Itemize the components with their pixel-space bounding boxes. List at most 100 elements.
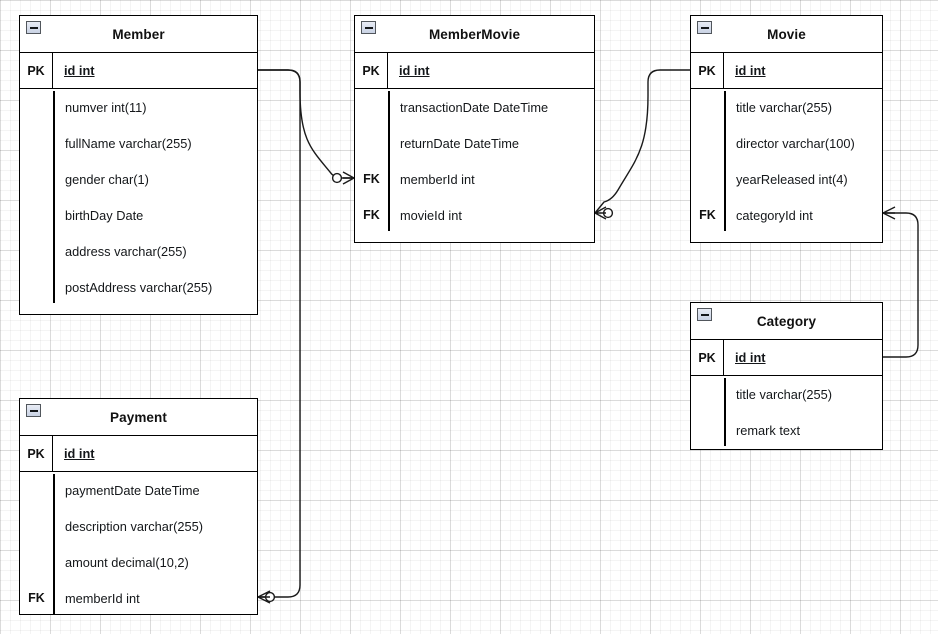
attribute-row[interactable]: amount decimal(10,2) bbox=[20, 544, 257, 580]
key-badge-none bbox=[20, 125, 53, 161]
connector-member-payment bbox=[257, 69, 301, 604]
attribute-row[interactable]: numver int(11) bbox=[20, 89, 257, 125]
attribute-name: fullName varchar(255) bbox=[65, 135, 192, 151]
entity-title: MemberMovie bbox=[428, 26, 521, 42]
attribute-row[interactable]: paymentDate DateTime bbox=[20, 472, 257, 508]
attribute-row[interactable]: remark text bbox=[691, 412, 882, 448]
key-badge-fk: FK bbox=[699, 208, 716, 222]
attribute-name: director varchar(100) bbox=[736, 135, 855, 151]
key-badge-none bbox=[691, 376, 724, 412]
attribute-row[interactable]: title varchar(255) bbox=[691, 376, 882, 412]
attribute-name: categoryId int bbox=[736, 207, 813, 223]
attribute-name: id int bbox=[53, 53, 257, 88]
primary-key-row[interactable]: PK id int bbox=[691, 340, 882, 376]
collapse-minus-icon[interactable] bbox=[697, 308, 712, 321]
attribute-name: title varchar(255) bbox=[736, 386, 833, 402]
collapse-minus-icon[interactable] bbox=[26, 404, 41, 417]
key-badge-none bbox=[20, 161, 53, 197]
key-badge-pk: PK bbox=[20, 436, 53, 471]
connector-line bbox=[258, 69, 354, 179]
attribute-row[interactable]: director varchar(100) bbox=[691, 125, 882, 161]
key-badge-pk: PK bbox=[355, 53, 388, 88]
attribute-row[interactable]: gender char(1) bbox=[20, 161, 257, 197]
entity-title: Payment bbox=[110, 409, 167, 425]
attribute-row[interactable]: postAddress varchar(255) bbox=[20, 269, 257, 305]
crowsfoot-many bbox=[882, 206, 896, 220]
attribute-list: title varchar(255) director varchar(100) y… bbox=[691, 89, 882, 233]
attribute-name: id int bbox=[724, 53, 882, 88]
attribute-name: description varchar(255) bbox=[65, 518, 203, 534]
attribute-list: paymentDate DateTime description varchar(… bbox=[20, 472, 257, 616]
collapse-minus-icon[interactable] bbox=[361, 21, 376, 34]
collapse-minus-icon[interactable] bbox=[697, 21, 712, 34]
cardinality-zero-circle bbox=[331, 172, 343, 184]
key-badge-fk: FK bbox=[28, 591, 45, 605]
attribute-row[interactable]: yearReleased int(4) bbox=[691, 161, 882, 197]
attribute-name: remark text bbox=[736, 422, 800, 438]
collapse-minus-icon[interactable] bbox=[26, 21, 41, 34]
attribute-name: paymentDate DateTime bbox=[65, 482, 200, 498]
key-badge-pk: PK bbox=[691, 53, 724, 88]
key-badge-none bbox=[20, 508, 53, 544]
entity-header-member[interactable]: Member bbox=[20, 16, 257, 53]
attribute-row[interactable]: title varchar(255) bbox=[691, 89, 882, 125]
primary-key-label: id int bbox=[64, 63, 95, 78]
attribute-row[interactable]: fullName varchar(255) bbox=[20, 125, 257, 161]
primary-key-label: id int bbox=[735, 350, 766, 365]
key-badge-none bbox=[355, 89, 388, 125]
attribute-name: amount decimal(10,2) bbox=[65, 554, 189, 570]
key-badge-none bbox=[20, 89, 53, 125]
attribute-row[interactable]: birthDay Date bbox=[20, 197, 257, 233]
key-badge-none bbox=[20, 544, 53, 580]
key-badge-fk: FK bbox=[363, 172, 380, 186]
key-badge-none bbox=[20, 233, 53, 269]
connector-member-membermovie bbox=[258, 69, 355, 185]
attribute-name: title varchar(255) bbox=[736, 99, 833, 115]
attribute-name: transactionDate DateTime bbox=[400, 99, 549, 115]
connector-line bbox=[594, 69, 690, 214]
attribute-name: id int bbox=[53, 436, 257, 471]
entity-title: Category bbox=[756, 313, 817, 329]
key-badge-none bbox=[691, 89, 724, 125]
attribute-name: movieId int bbox=[400, 207, 462, 223]
attribute-list: transactionDate DateTime returnDate DateT… bbox=[355, 89, 594, 233]
entity-header-movie[interactable]: Movie bbox=[691, 16, 882, 53]
entity-header-payment[interactable]: Payment bbox=[20, 399, 257, 436]
key-badge-pk: PK bbox=[691, 340, 724, 375]
primary-key-row[interactable]: PK id int bbox=[20, 53, 257, 89]
attribute-name: address varchar(255) bbox=[65, 243, 187, 259]
key-badge-none bbox=[20, 269, 53, 305]
attribute-row[interactable]: address varchar(255) bbox=[20, 233, 257, 269]
attribute-row[interactable]: FK memberId int bbox=[20, 580, 257, 616]
key-badge-pk: PK bbox=[20, 53, 53, 88]
attribute-name: memberId int bbox=[65, 590, 140, 606]
key-badge-none bbox=[20, 472, 53, 508]
connector-movie-membermovie bbox=[594, 69, 690, 220]
entity-header-membermovie[interactable]: MemberMovie bbox=[355, 16, 594, 53]
attribute-name: gender char(1) bbox=[65, 171, 149, 187]
attribute-name: returnDate DateTime bbox=[400, 135, 520, 151]
attribute-name: postAddress varchar(255) bbox=[65, 279, 213, 295]
key-badge-none bbox=[691, 125, 724, 161]
key-badge-none bbox=[20, 197, 53, 233]
attribute-row[interactable]: returnDate DateTime bbox=[355, 125, 594, 161]
attribute-row[interactable]: transactionDate DateTime bbox=[355, 89, 594, 125]
key-badge-none bbox=[355, 125, 388, 161]
key-badge-none bbox=[691, 412, 724, 448]
attribute-row[interactable]: description varchar(255) bbox=[20, 508, 257, 544]
attribute-row[interactable]: FK categoryId int bbox=[691, 197, 882, 233]
entity-header-category[interactable]: Category bbox=[691, 303, 882, 340]
crowsfoot-many bbox=[257, 590, 271, 604]
connector-line bbox=[883, 212, 919, 358]
